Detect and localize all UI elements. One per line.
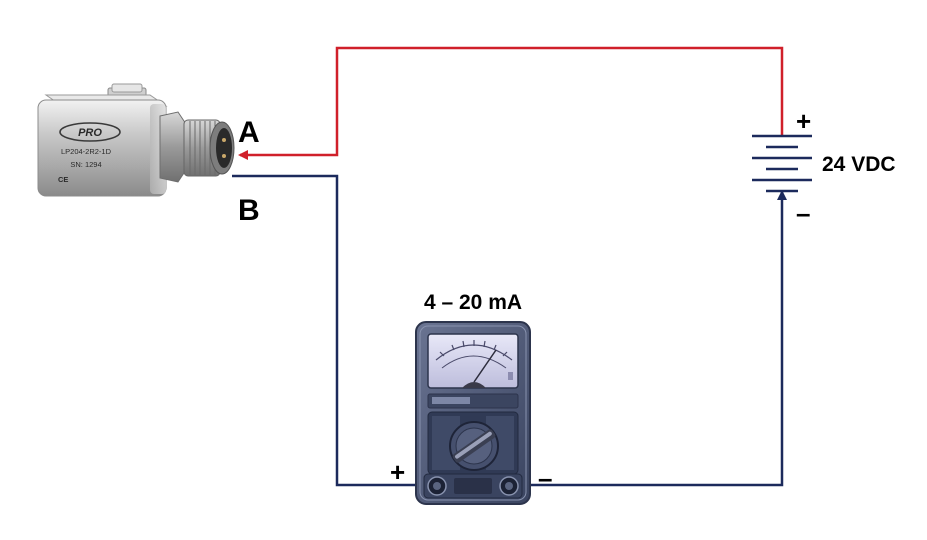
sensor-model: LP204-2R2-1D bbox=[61, 147, 112, 156]
meter-minus-sign: – bbox=[538, 463, 552, 493]
positive-wire bbox=[238, 46, 784, 160]
return-wire-sensor-to-meter bbox=[232, 174, 425, 487]
supply-minus-sign: – bbox=[796, 198, 810, 228]
sensor-ce-mark: CE bbox=[58, 175, 68, 184]
accelerometer-sensor-icon: PRO LP204-2R2-1D SN: 1294 CE bbox=[37, 83, 235, 197]
supply-voltage-label: 24 VDC bbox=[822, 153, 896, 176]
meter-plus-sign: + bbox=[390, 457, 405, 487]
sensor-serial: SN: 1294 bbox=[70, 160, 101, 169]
sensor-brand: PRO bbox=[78, 127, 102, 139]
multimeter-icon bbox=[415, 321, 531, 505]
meter-range-label: 4 – 20 mA bbox=[424, 291, 522, 314]
rotary-dial-icon bbox=[449, 421, 499, 471]
return-wire-meter-to-supply bbox=[516, 190, 787, 487]
supply-plus-sign: + bbox=[796, 106, 811, 136]
terminal-a-label: A bbox=[238, 116, 260, 149]
terminal-b-label: B bbox=[238, 194, 260, 227]
battery-icon bbox=[752, 134, 812, 193]
